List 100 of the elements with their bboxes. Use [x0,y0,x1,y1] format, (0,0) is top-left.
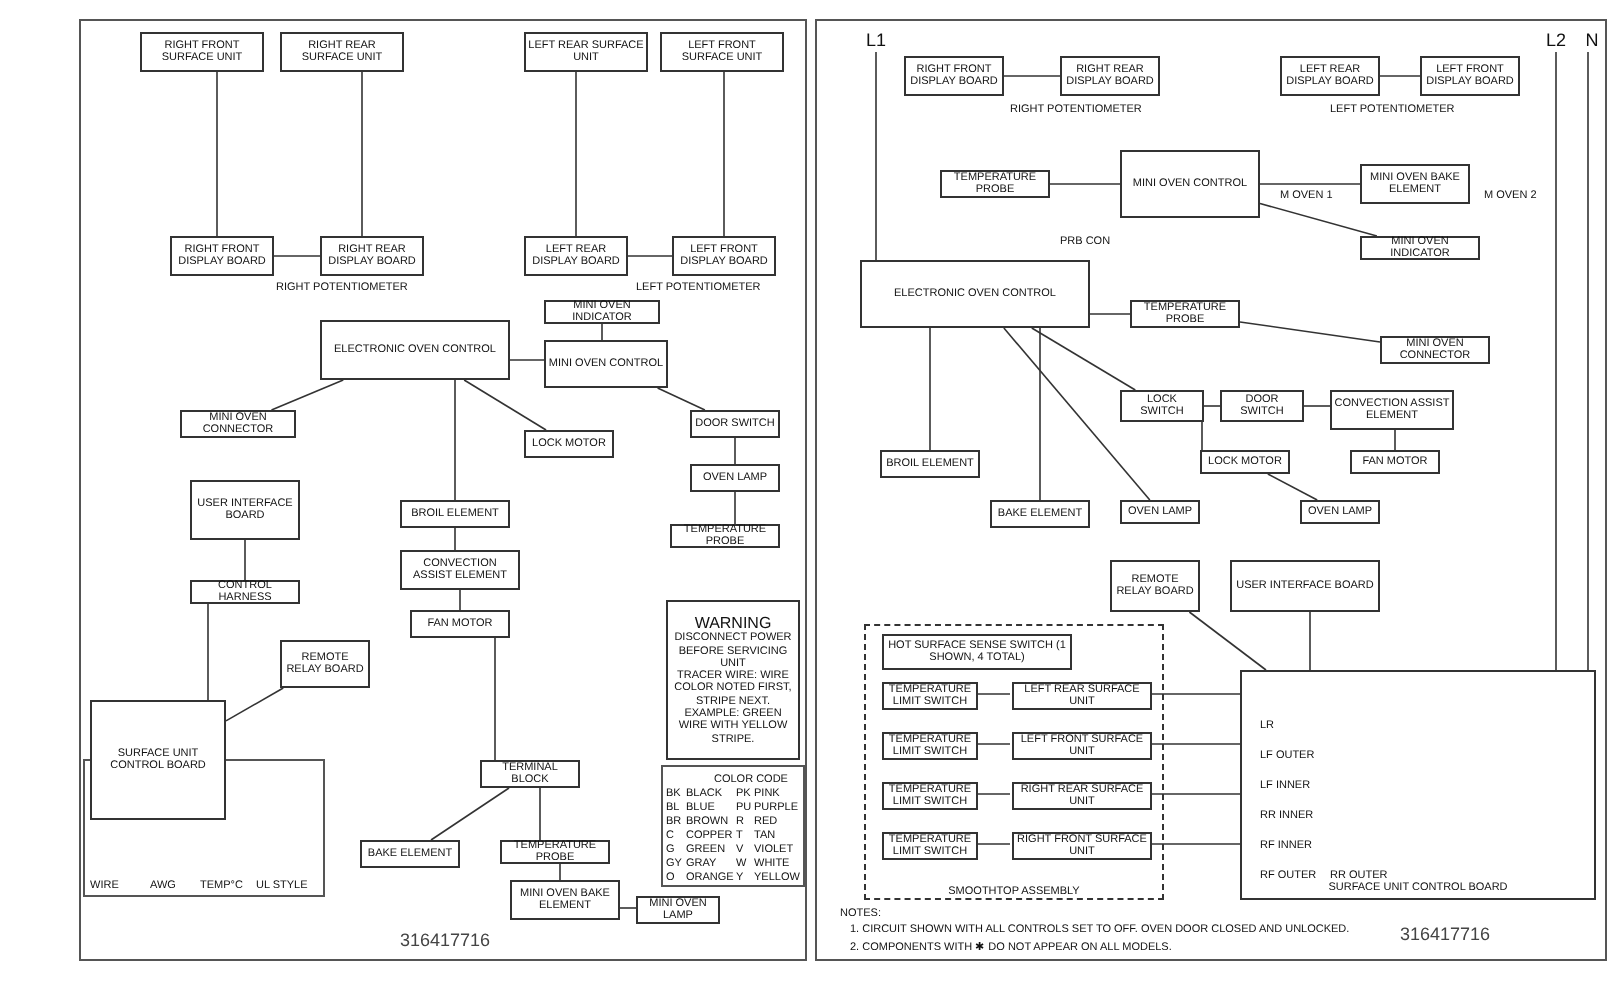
wire [734,437,736,465]
heating-element-symbol [360,840,460,868]
probe-symbol [940,170,1050,198]
wire [1039,327,1041,501]
wire [1149,793,1241,795]
wire [1259,202,1378,237]
heating-element-symbol [990,500,1090,528]
component-label: L2 [1543,29,1568,51]
wire [1259,183,1361,185]
wire-harness [190,580,300,604]
wire [1003,75,1061,77]
motor-symbol [524,430,614,458]
wire [1267,473,1318,501]
part-number: 316417716 [400,930,491,951]
lamp-symbol [1300,500,1380,524]
heating-element-symbol [280,32,404,72]
wire [1379,75,1421,77]
display-board [1060,56,1160,96]
heating-element-symbol [510,880,620,920]
control-board [90,700,226,820]
wire [225,687,285,722]
heating-element-symbol [1330,390,1454,430]
component-label: WARNING [692,614,774,632]
connector-block [1380,336,1490,364]
control-board [1240,670,1596,900]
wire [975,693,1011,695]
wire [723,71,725,237]
control-board [1120,150,1260,218]
switch-symbol [1120,390,1204,422]
control-board [320,320,510,380]
switch-symbol [1220,390,1304,422]
heating-element-symbol [1012,782,1152,810]
lamp-symbol [636,896,720,924]
wire [559,863,561,881]
wire [929,327,931,451]
wire [619,907,637,909]
wire [975,743,1011,745]
wire [1201,421,1203,451]
wire [430,787,510,841]
wire [975,843,1011,845]
wire [216,71,218,237]
circuit-board [190,480,300,540]
probe-symbol [670,524,780,548]
display-board [524,236,628,276]
probe-symbol [500,840,610,864]
motor-symbol [1350,450,1440,474]
wire [273,255,321,257]
wire [656,387,706,411]
relay-board [280,640,370,688]
wire [459,589,461,611]
wire [1239,321,1381,343]
wire [463,379,547,431]
wire [1149,743,1241,745]
display-board [904,56,1004,96]
connector-block [180,410,296,438]
heating-element-symbol [524,32,648,72]
wire [1089,313,1131,315]
wire [1030,327,1137,391]
heating-element-symbol [140,32,264,72]
display-board [1280,56,1380,96]
wire [734,491,736,525]
indicator-lamp [1360,236,1480,260]
indicator-lamp [544,300,660,324]
wire [1309,611,1311,671]
wire [494,637,496,761]
motor-symbol [410,610,510,638]
wire [1303,405,1331,407]
circuit-board [1230,560,1380,612]
wire [1394,429,1396,451]
component-label: N [1583,29,1601,51]
display-board [1420,56,1520,96]
wire [454,527,456,551]
lamp-symbol [690,464,780,492]
terminal-block [480,760,580,788]
wire [975,793,1011,795]
wire [454,379,456,501]
control-board [860,260,1090,328]
wire [1587,51,1589,671]
wire [601,323,603,341]
wire [1049,183,1121,185]
wire [627,255,673,257]
heating-element-symbol [400,550,520,590]
wire [509,359,545,361]
wire [1203,405,1221,407]
heating-element-symbol [1360,164,1470,204]
display-board [672,236,776,276]
heating-element-symbol [1012,682,1152,710]
wire [1188,611,1267,671]
component-label: L1 [863,29,888,51]
assembly-outline [864,624,1164,900]
wire [361,71,363,237]
heating-element-symbol [660,32,784,72]
display-board [320,236,424,276]
heating-element-symbol [400,500,510,528]
lamp-symbol [1120,500,1200,524]
heating-element-symbol [1012,732,1152,760]
wire [575,71,577,237]
wire [207,603,209,701]
wire [244,539,246,581]
switch-symbol [690,410,780,438]
